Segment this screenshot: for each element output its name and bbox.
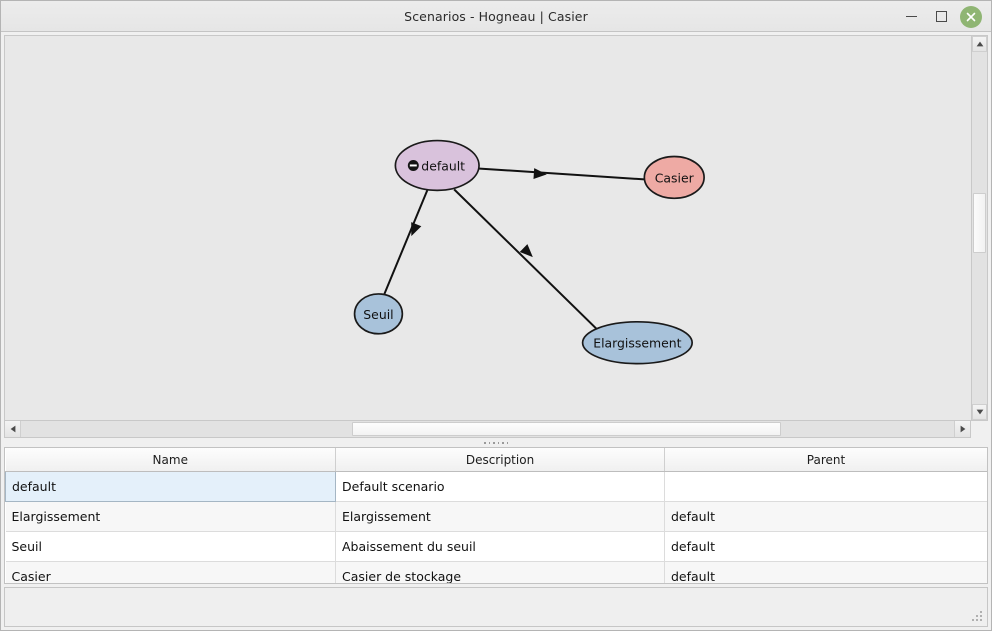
splitter-grip-icon xyxy=(484,442,508,444)
cell-name[interactable]: Seuil xyxy=(5,531,336,562)
graph-edge[interactable] xyxy=(453,188,600,332)
minus-circle-icon[interactable] xyxy=(407,159,419,171)
cell-description[interactable]: Casier de stockage xyxy=(335,561,665,584)
cell-description[interactable]: Abaissement du seuil xyxy=(335,531,665,562)
scroll-left-button[interactable] xyxy=(5,421,21,438)
cell-parent[interactable]: default xyxy=(664,501,987,532)
graph-node[interactable]: Seuil xyxy=(353,293,404,335)
graph-node[interactable]: default xyxy=(394,139,480,192)
graph-horizontal-scrollbar[interactable] xyxy=(4,421,971,439)
node-ellipse xyxy=(643,155,705,200)
column-header-description[interactable]: Description xyxy=(335,448,665,472)
vertical-scroll-track[interactable] xyxy=(972,52,987,405)
window-controls xyxy=(897,1,985,32)
graph-edge[interactable] xyxy=(383,189,429,295)
graph-edges-layer xyxy=(383,167,645,332)
scroll-down-button[interactable] xyxy=(972,404,987,421)
graph-node[interactable]: Casier xyxy=(643,155,705,200)
resize-grip-icon[interactable] xyxy=(971,610,984,623)
status-bar xyxy=(4,587,988,627)
edge-line xyxy=(477,167,645,181)
chevron-up-icon xyxy=(976,41,983,47)
scroll-up-button[interactable] xyxy=(972,36,987,52)
maximize-icon xyxy=(935,11,947,22)
node-ellipse xyxy=(353,293,404,335)
chevron-left-icon xyxy=(10,426,15,433)
node-label: Casier xyxy=(655,170,695,185)
node-ellipse xyxy=(394,139,480,192)
column-header-name[interactable]: Name xyxy=(5,448,336,472)
pane-splitter[interactable] xyxy=(1,438,991,448)
cell-description[interactable]: Default scenario xyxy=(335,471,665,502)
graph-edge[interactable] xyxy=(477,167,645,181)
edge-arrowhead-icon xyxy=(533,168,547,180)
minimize-icon xyxy=(905,15,917,18)
scroll-right-button[interactable] xyxy=(954,421,970,438)
vertical-scroll-thumb[interactable] xyxy=(973,192,986,253)
edge-arrowhead-icon xyxy=(411,222,422,237)
cell-description[interactable]: Elargissement xyxy=(335,501,665,532)
graph-horizontal-scrollbar-row xyxy=(4,421,988,439)
chevron-down-icon xyxy=(976,410,983,415)
cell-parent[interactable] xyxy=(664,471,987,502)
graph-node[interactable]: Elargissement xyxy=(581,320,694,365)
close-icon xyxy=(960,5,982,28)
cell-parent[interactable]: default xyxy=(664,561,987,584)
cell-name[interactable]: Casier xyxy=(5,561,336,584)
edge-line xyxy=(383,189,429,295)
window-title: Scenarios - Hogneau | Casier xyxy=(404,8,588,24)
cell-name[interactable]: Elargissement xyxy=(5,501,336,532)
close-button[interactable] xyxy=(957,3,985,31)
edge-arrowhead-icon xyxy=(519,244,533,258)
node-label: Seuil xyxy=(363,307,393,322)
title-bar[interactable]: Scenarios - Hogneau | Casier xyxy=(1,1,991,32)
edge-line xyxy=(453,188,600,332)
cell-parent[interactable]: default xyxy=(664,531,987,562)
node-label: default xyxy=(421,158,465,173)
maximize-button[interactable] xyxy=(927,3,955,31)
node-ellipse xyxy=(581,320,694,365)
scrollbar-corner xyxy=(971,421,988,439)
minimize-button[interactable] xyxy=(897,3,925,31)
horizontal-scroll-track[interactable] xyxy=(21,421,954,438)
graph-vertical-scrollbar[interactable] xyxy=(971,35,988,422)
horizontal-scroll-thumb[interactable] xyxy=(352,422,782,437)
chevron-right-icon xyxy=(960,426,965,433)
node-label: Elargissement xyxy=(593,336,681,351)
column-header-parent[interactable]: Parent xyxy=(664,448,987,472)
cell-name[interactable]: default xyxy=(5,470,336,502)
table-header-row: Name Description Parent xyxy=(5,448,987,472)
